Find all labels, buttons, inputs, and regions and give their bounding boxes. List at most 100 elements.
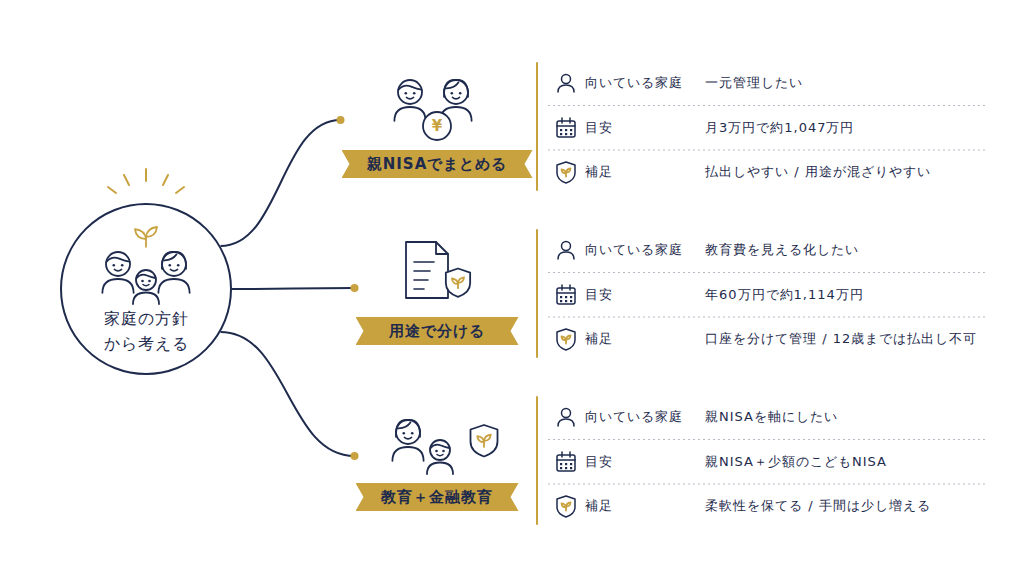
person-eye (451, 92, 454, 95)
document-line (414, 288, 424, 290)
row-value: 口座を分けて管理 / 12歳までは払出し不可 (705, 330, 977, 348)
row-heading: 向いている家庭 (585, 241, 683, 259)
person-smile (170, 269, 177, 271)
person-eye (413, 92, 416, 95)
row-heading: 目安 (585, 453, 613, 471)
sprout-leaf (566, 336, 571, 340)
person-hair (444, 80, 468, 97)
person-eye (121, 264, 124, 267)
band-label: 親NISAでまとめる (367, 155, 508, 173)
document-line (414, 270, 430, 272)
sprout-leaf (484, 435, 491, 441)
document-line (414, 279, 428, 281)
connector-dot (337, 116, 345, 124)
person-eye (177, 264, 180, 267)
person-icon-body (558, 85, 574, 92)
calendar-day (565, 300, 567, 302)
policy-circle: 家庭の方針 から考える (60, 203, 232, 375)
person-icon (558, 242, 574, 260)
person-eye (113, 264, 116, 267)
person-head (430, 440, 450, 460)
shield-icon (446, 269, 470, 297)
branch-connector (220, 120, 340, 246)
sprout-icon (477, 435, 491, 447)
shield-icon (471, 425, 498, 457)
person-smile (406, 97, 413, 99)
person-body (133, 293, 159, 305)
person-body (158, 279, 189, 293)
calendar-frame (557, 121, 575, 137)
person-hair (162, 252, 186, 269)
circle-label: 家庭の方針 から考える (100, 307, 192, 357)
option-band: 親NISAでまとめる (342, 150, 533, 178)
row-separator (548, 317, 985, 318)
sprout-leaf (566, 169, 571, 173)
yen-coin (423, 112, 451, 140)
row-separator (548, 105, 985, 106)
person-smile (143, 285, 149, 286)
calendar-tab (561, 452, 563, 457)
person-icon-body (558, 419, 574, 426)
row-separator (548, 272, 985, 273)
person-hair (399, 86, 422, 90)
row-separator (548, 439, 985, 440)
row-heading: 補足 (585, 330, 613, 348)
sun-ray (124, 175, 129, 185)
document-fold (436, 242, 448, 254)
sprout-leaf (458, 277, 464, 282)
person-eye (169, 264, 172, 267)
sprout-leaf (146, 227, 157, 237)
person-smile (404, 437, 411, 439)
person-figure (102, 252, 133, 293)
shield-outline (557, 162, 575, 183)
person-smile (437, 455, 443, 456)
group-bar (536, 63, 538, 190)
calendar-day (560, 296, 562, 298)
shield-icon (557, 162, 575, 183)
person-icon (558, 409, 574, 427)
shield-outline (471, 425, 498, 457)
person-hair (431, 445, 450, 448)
connector-dot (351, 284, 359, 292)
person-figure (133, 270, 159, 304)
person-eye (405, 92, 408, 95)
shield-outline (446, 269, 470, 297)
option-band: 教育＋金融教育 (356, 483, 519, 511)
row-value: 年60万円で約1,114万円 (705, 286, 864, 304)
calendar-bar (557, 459, 575, 461)
person-smile (114, 269, 121, 271)
person-icon (558, 75, 574, 93)
person-head (136, 270, 156, 290)
person-smile (452, 97, 459, 99)
calendar-icon (557, 118, 575, 137)
person-icon-head (562, 409, 571, 418)
person-eye (442, 450, 445, 453)
shield-outline (557, 496, 575, 517)
sprout-icon (452, 277, 464, 288)
row-heading: 補足 (585, 497, 613, 515)
calendar-day (560, 133, 562, 135)
person-figure (158, 252, 189, 293)
row-value: 払出しやすい / 用途が混ざりやすい (705, 163, 931, 181)
person-eye (403, 432, 406, 435)
calendar-tab (561, 118, 563, 123)
person-head (396, 420, 420, 444)
person-icon-head (562, 75, 571, 84)
calendar-day (570, 463, 572, 465)
person-head (106, 252, 130, 276)
person-hair (137, 275, 156, 278)
sun-ray (176, 187, 184, 193)
sun-ray (163, 175, 168, 185)
person-hair (107, 258, 130, 262)
sprout-leaf (566, 503, 571, 507)
calendar-day (570, 133, 572, 135)
person-eye (435, 450, 438, 453)
branch-connector (232, 288, 355, 289)
row-value: 柔軟性を保てる / 手間は少し増える (705, 497, 931, 515)
sprout-icon (562, 503, 571, 511)
option-band: 用途で分ける (356, 317, 519, 345)
person-eye (459, 92, 462, 95)
document-line (414, 261, 434, 263)
sprout-icon (562, 169, 571, 177)
